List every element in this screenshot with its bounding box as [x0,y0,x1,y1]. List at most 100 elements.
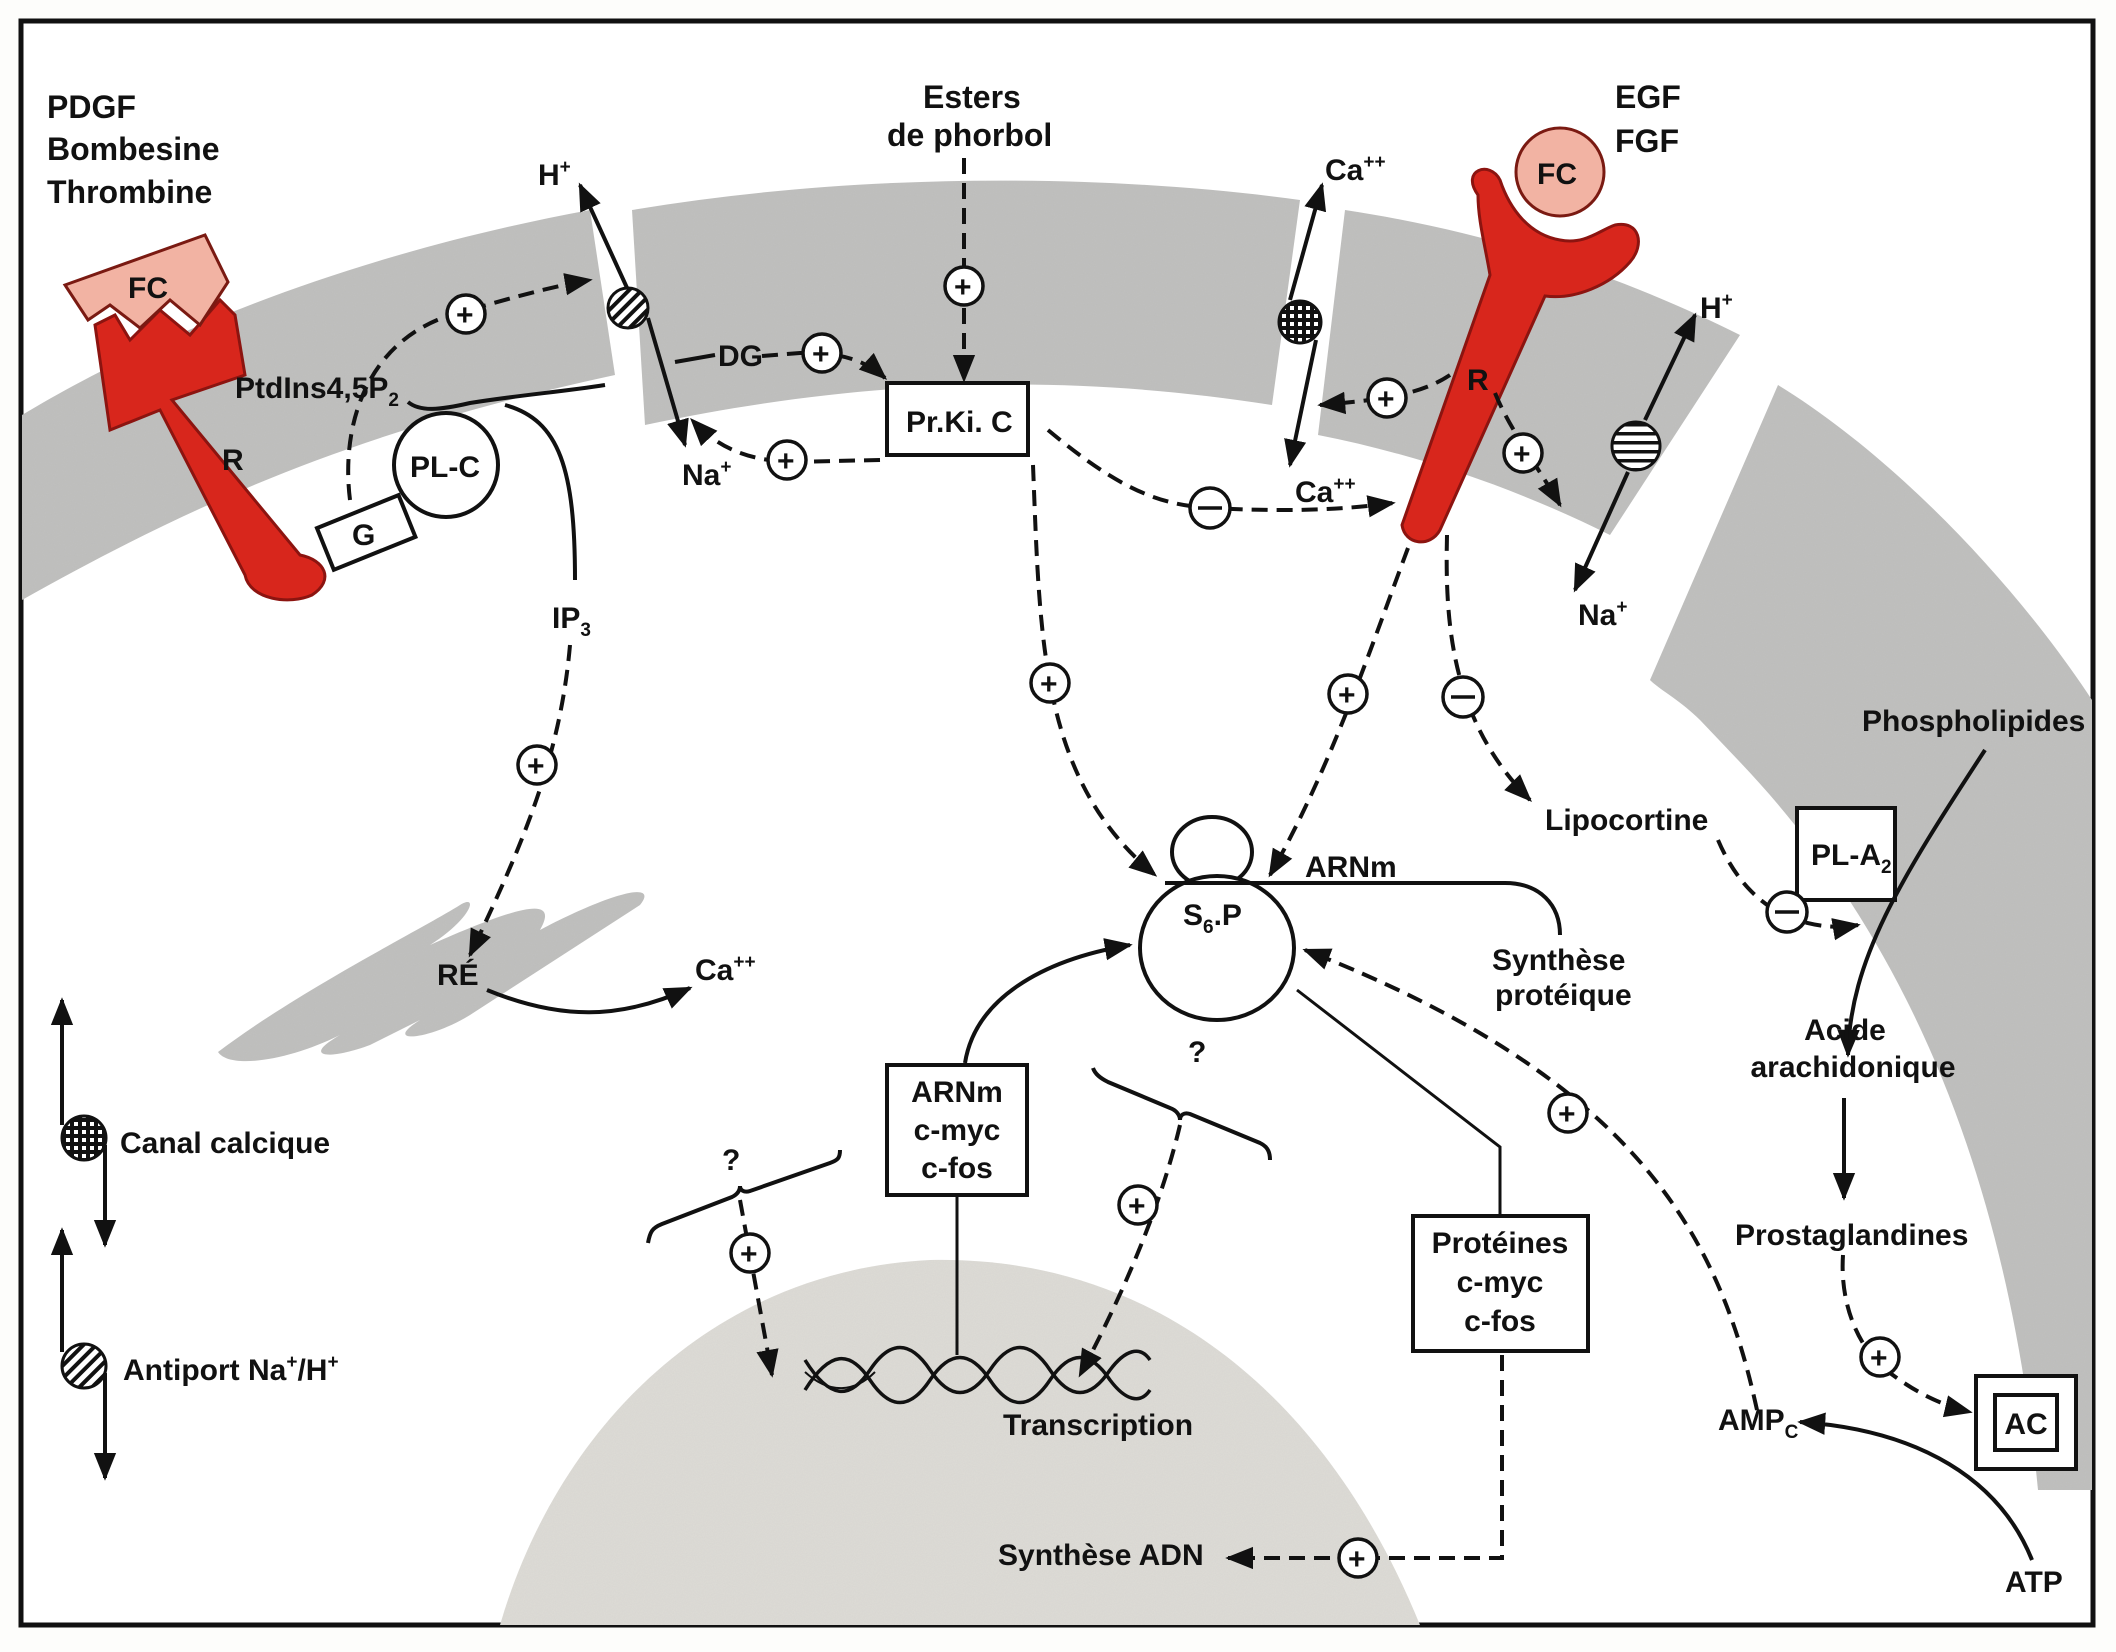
pla2-box [1795,806,1897,902]
prkic-label: Pr.Ki. C [906,406,1013,439]
g-to-antiport-arrow [346,273,593,501]
ptdins-line [406,383,606,411]
arnm-box [885,1063,1029,1197]
receptor-to-lipocortine-arrow [1444,534,1532,802]
svg-text:+: + [1040,668,1058,701]
sign-plus-prosta: + [1859,1336,1901,1378]
svg-text:+: + [1377,383,1395,416]
sign-plus-ip3: + [516,744,558,786]
arnm-to-ribosome-arrow [963,938,1133,1064]
ribosome-label: S6.P [1183,899,1242,938]
membrane-segment-right-b [1650,385,2092,1490]
proteines-to-adn-arrow [1225,1355,1504,1570]
lipocortine-label: Lipocortine [1545,804,1708,837]
receptor-to-ribosome-arrow [1268,547,1410,878]
acide-label-2: arachidonique [1750,1051,1955,1084]
sign-plus-prkic-ribo: + [1029,662,1071,704]
sign-plus-adn: + [1337,1537,1379,1579]
left-ligand-fc [62,233,230,330]
ion-ca-mid: Ca++ [1295,474,1356,509]
ampc-to-ribosome-arrow [1302,948,1759,1411]
left-receptor [62,233,327,602]
prkic-box [885,381,1030,457]
proteines-box-line-3: c-fos [1464,1305,1536,1338]
proteines-box-line-2: c-myc [1457,1266,1544,1299]
ampc-label: AMPC [1718,1404,1799,1443]
antiport-left-h-arrow [578,182,630,291]
svg-text:+: + [777,445,795,478]
right-receptor [1400,167,1640,544]
ligand-bombesine: Bombesine [47,131,219,167]
prkic-to-na-arrow [690,417,881,465]
svg-text:+: + [1558,1098,1576,1131]
antiport-right-channel [1610,420,1662,472]
atp-to-ampc-arrow [1797,1412,2034,1561]
g-protein [314,492,419,573]
legend-item-canal-calcique: Canal calcique [50,997,330,1248]
ca-channel-up-arrow [1288,182,1327,301]
plc-label: PL-C [410,451,480,484]
synthese-proteique-1: Synthèse [1492,944,1625,977]
ligand-egf: EGF [1615,79,1681,115]
atp-label: ATP [2005,1566,2063,1599]
svg-text:+: + [527,750,545,783]
ligand-pdgf: PDGF [47,89,136,125]
svg-text:+: + [456,299,474,332]
bracket-left [646,1149,842,1244]
right-fc-label: FC [1537,158,1577,191]
sign-plus-dg: + [801,332,843,374]
phospholipides-label: Phospholipides [1862,705,2085,738]
arnm-box-line-2: c-myc [914,1114,1001,1147]
antiport-left-na-arrow [646,317,689,448]
ac-inner-box [1993,1393,2059,1452]
mrna-label: ARNm [1305,851,1397,884]
sign-plus-bracket-right: + [1117,1184,1159,1226]
antiport-right-na-arrow [1573,471,1630,593]
mrna-strand [1165,881,1562,936]
bracket-left-to-dna-arrow [738,1199,779,1378]
ligand-thrombine: Thrombine [47,174,212,210]
svg-text:+: + [1348,1543,1366,1576]
svg-text:+: + [954,271,972,304]
prostaglandines-label: Prostaglandines [1735,1219,1968,1252]
dg-label: DG [718,340,763,373]
synthese-adn-label: Synthèse ADN [998,1539,1204,1572]
antiport-right-h-arrow [1643,312,1697,421]
question-right: ? [1188,1036,1206,1069]
sign-minus-rec-lipo [1441,675,1485,719]
ion-h-right: H+ [1700,290,1733,325]
prostaglandines-to-ac-arrow [1840,1254,1973,1418]
arnm-box-line-3: c-fos [921,1152,993,1185]
svg-text:+: + [1338,679,1356,712]
sign-plus-rec-antiport: + [1502,432,1544,474]
ca-channel [1277,299,1323,345]
ca-channel-down-arrow [1284,339,1318,468]
esters-label-1: Esters [923,79,1021,115]
transcription-label: Transcription [1003,1409,1193,1442]
sign-plus-rec-ribo: + [1327,673,1369,715]
er-ca-release-arrow [486,986,693,1015]
acide-label-1: Acide [1804,1014,1886,1047]
endoplasmic-reticulum [218,892,645,1062]
plc-enzyme [392,411,500,519]
pla2-label: PL-A2 [1811,839,1892,878]
synthese-proteique-2: protéique [1495,979,1632,1012]
svg-text:+: + [1513,438,1531,471]
ip3-path [504,403,577,581]
svg-text:+: + [812,338,830,371]
antiport-left-channel [606,286,650,330]
ip3-label: IP3 [552,602,591,641]
legend-label-antiport: Antiport Na+/H+ [123,1352,339,1387]
dna-helix [803,1345,1152,1405]
sign-plus-bracket-left: + [729,1232,771,1274]
ac-label: AC [2004,1408,2047,1441]
svg-text:+: + [1870,1342,1888,1375]
sign-plus-prkic-na: + [766,439,808,481]
proteines-box-line-1: Protéines [1432,1227,1569,1260]
ion-ca-er: Ca++ [695,952,756,987]
sign-plus-g: + [445,293,487,335]
question-left: ? [722,1144,740,1177]
legend-label-canal-calcique: Canal calcique [120,1127,330,1160]
ion-na-right: Na+ [1578,597,1627,632]
